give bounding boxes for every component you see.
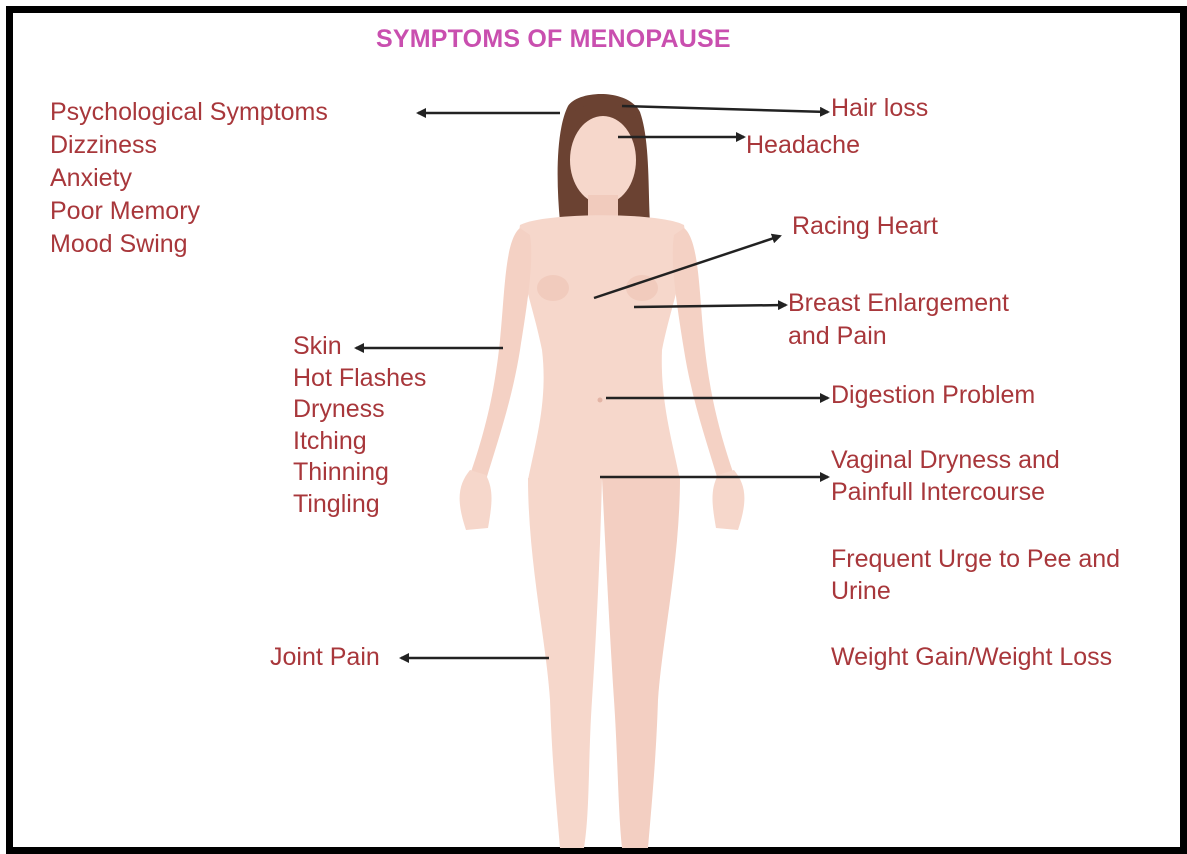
racing-heart-label: Racing Heart (792, 210, 938, 243)
arrow-hair-loss (622, 106, 828, 112)
list-item: Itching (293, 426, 426, 458)
vaginal-label: Vaginal Dryness and Painfull Intercourse (831, 444, 1060, 508)
list-item: Breast Enlargement (788, 287, 1009, 320)
list-item: Dryness (293, 394, 426, 426)
weight-label: Weight Gain/Weight Loss (831, 641, 1112, 674)
arrow-racing-heart (594, 236, 780, 298)
joint-pain-label: Joint Pain (270, 641, 380, 674)
list-item: Mood Swing (50, 228, 328, 261)
list-item: Anxiety (50, 162, 328, 195)
digestion-label: Digestion Problem (831, 379, 1035, 412)
list-item: Thinning (293, 457, 426, 489)
list-item: Poor Memory (50, 195, 328, 228)
headache-label: Headache (746, 129, 860, 162)
list-item: Dizziness (50, 129, 328, 162)
list-item: Painfull Intercourse (831, 476, 1060, 508)
list-item: Tingling (293, 489, 426, 521)
list-item: Vaginal Dryness and (831, 444, 1060, 476)
skin-symptoms-list: Skin Hot Flashes Dryness Itching Thinnin… (293, 331, 426, 520)
list-item: Skin (293, 331, 426, 363)
hair-loss-label: Hair loss (831, 92, 928, 125)
page-title: SYMPTOMS OF MENOPAUSE (376, 25, 731, 54)
arrow-breast (634, 305, 786, 307)
list-item: Urine (831, 575, 1120, 607)
breast-label: Breast Enlargement and Pain (788, 287, 1009, 353)
list-item: Psychological Symptoms (50, 96, 328, 129)
psychological-symptoms-list: Psychological Symptoms Dizziness Anxiety… (50, 96, 328, 261)
list-item: Frequent Urge to Pee and (831, 543, 1120, 575)
list-item: and Pain (788, 320, 1009, 353)
list-item: Hot Flashes (293, 363, 426, 395)
urge-label: Frequent Urge to Pee and Urine (831, 543, 1120, 607)
